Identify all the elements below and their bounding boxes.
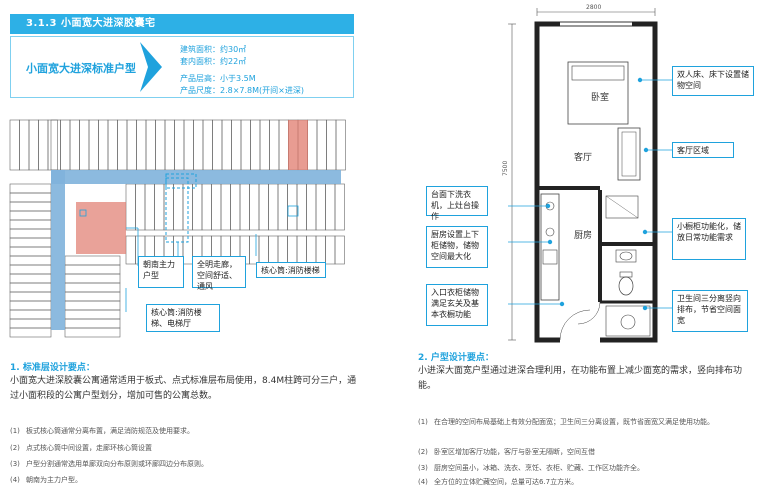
callout-cabinet: 小橱柜功能化，储放日常功能需求 (672, 218, 746, 260)
chevron-right-icon (140, 42, 162, 92)
depth-dimension: 7500 (502, 160, 509, 176)
section1-note: (2)点式核心筒中间设置，走廊环核心筒设置 (10, 444, 152, 452)
section1-note: (1)板式核心筒通常分离布置，满足消防规范及使用要求。 (10, 427, 194, 435)
spec-box (10, 36, 354, 98)
section2-note: (1)在合理的空间布局基础上有效分配面宽；卫生间三分离设置，既节省面宽又满足使用… (418, 418, 714, 426)
callout-kitchen-cabinet: 厨房设置上下柜储物，储物空间最大化 (426, 226, 488, 268)
callout-corridor: 全明走廊，空间舒适、通风 (192, 256, 246, 291)
room-label-living: 客厅 (574, 153, 593, 163)
section1-paragraph: 小面宽大进深胶囊公寓通常适用于板式、点式标准层布局使用，8.4M柱跨可分三户，通… (10, 376, 357, 401)
callout-core-right: 核心筒:消防楼梯 (256, 262, 326, 278)
unit-plan-drawing (508, 8, 672, 343)
section2-note: (3)厨房空间虽小，冰箱、洗衣、烹饪、衣柜、贮藏、工作区功能齐全。 (418, 464, 644, 472)
spec-gross-area: 建筑面积：约30㎡ (180, 45, 247, 54)
callout-orientation: 朝南主力户型 (138, 256, 184, 288)
section1-note: (3)户型分割通常选用单廊双向分布原则或环廊四边分布原则。 (10, 460, 208, 468)
section2-paragraph: 小进深大面宽户型通过进深合理利用，在功能布置上减少面宽的需求，竖向排布功能。 (418, 366, 743, 391)
section1-heading: 1. 标准层设计要点： (10, 363, 95, 373)
spec-dimensions: 产品尺度：2.8×7.8M(开间×进深) (180, 86, 304, 95)
room-label-kitchen: 厨房 (574, 231, 593, 241)
section1-note: (4)朝南为主力户型。 (10, 476, 82, 484)
room-label-bedroom: 卧室 (591, 93, 610, 103)
width-dimension: 2800 (586, 4, 602, 11)
callout-entry-wardrobe: 入口衣柜储物满足玄关及基本衣橱功能 (426, 284, 488, 326)
callout-core-bottom: 核心筒:消防楼梯、电梯厅 (146, 304, 220, 332)
callout-bathroom: 卫生间三分离竖向排布，节省空间面宽 (672, 290, 748, 332)
callout-washer: 台面下洗衣机，上灶台操作 (426, 186, 488, 221)
section2-heading: 2. 户型设计要点： (418, 353, 494, 363)
section-title: 3.1.3 小面宽大进深胶囊宅 (26, 18, 156, 29)
spec-floor-height: 产品层高：小于3.5M (180, 74, 256, 83)
unit-type-label: 小面宽大进深标准户型 (26, 62, 136, 75)
section2-note: (2)卧室区增加客厅功能，客厅与卧室无隔断，空间互借 (418, 448, 595, 456)
section-title-bar (10, 14, 354, 34)
callout-living: 客厅区域 (672, 142, 734, 158)
spec-net-area: 套内面积：约22㎡ (180, 57, 247, 66)
standard-floor-plan (9, 119, 346, 338)
callout-bed: 双人床、床下设置储物空间 (672, 66, 754, 96)
section2-note: (4)全方位的立体贮藏空间，总量可达6.7立方米。 (418, 478, 579, 486)
